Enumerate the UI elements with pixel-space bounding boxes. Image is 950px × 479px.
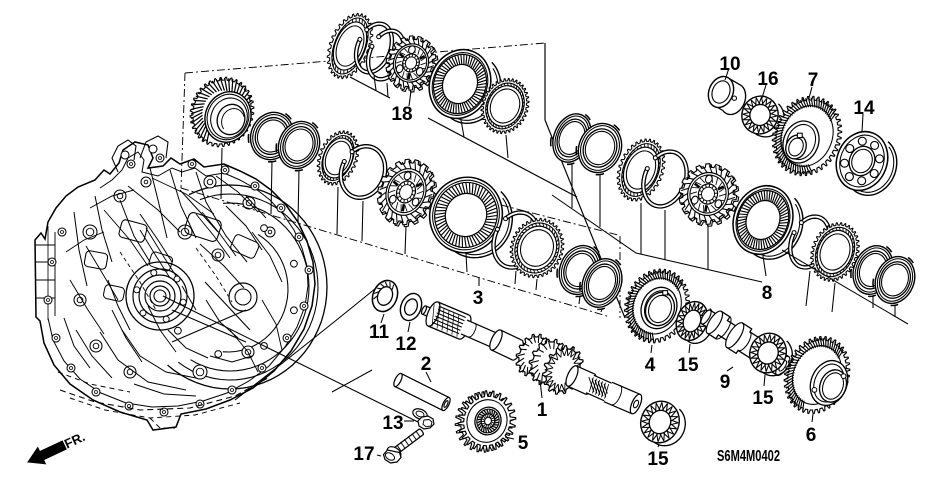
svg-text:12: 12 [395, 334, 416, 355]
svg-text:7: 7 [808, 70, 819, 91]
svg-text:15: 15 [752, 388, 774, 409]
svg-text:5: 5 [518, 433, 529, 454]
svg-text:S6M4M0402: S6M4M0402 [717, 448, 780, 465]
svg-text:1: 1 [537, 400, 548, 421]
svg-text:14: 14 [853, 98, 875, 119]
svg-text:2: 2 [421, 354, 432, 375]
svg-text:11: 11 [369, 322, 390, 343]
svg-text:4: 4 [645, 355, 656, 376]
svg-text:17: 17 [353, 444, 374, 465]
svg-text:3: 3 [473, 288, 484, 309]
svg-text:9: 9 [720, 372, 731, 393]
svg-text:15: 15 [677, 355, 699, 376]
svg-text:6: 6 [806, 425, 817, 446]
svg-text:16: 16 [757, 69, 778, 90]
svg-text:13: 13 [382, 413, 403, 434]
svg-text:10: 10 [719, 54, 740, 75]
svg-text:15: 15 [647, 449, 669, 470]
svg-text:8: 8 [762, 283, 773, 304]
svg-text:18: 18 [391, 104, 412, 125]
